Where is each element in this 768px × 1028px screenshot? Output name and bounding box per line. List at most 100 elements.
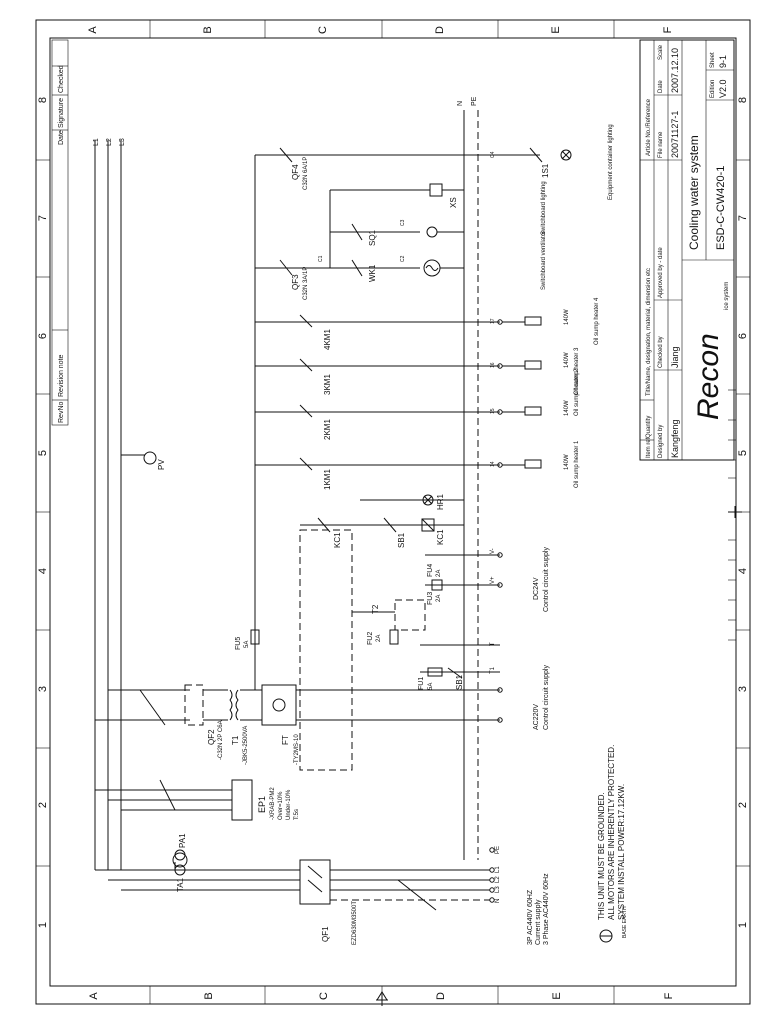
terminal-c1: C1 — [318, 255, 324, 262]
label-ep1-under: Under-10% — [286, 789, 292, 820]
heater-1-power: 140W — [564, 454, 570, 470]
row-letter: C — [318, 992, 330, 1000]
label-qf4-model: C32N 6A/1P — [303, 157, 309, 190]
note-2: ALL MOTORS ARE INHERENTLY PROTECTED. — [607, 745, 616, 920]
note-3: SYSTEM INSTALL POWER:17.12KW. — [617, 784, 626, 920]
col-number: 7 — [37, 215, 49, 221]
label-ft-model: -TY2MS-10 — [294, 734, 300, 765]
row-letters-top: A B C D E F — [87, 26, 674, 34]
bus-label-pe: PE — [471, 96, 478, 106]
col-ticks — [36, 159, 750, 867]
label-fu1: FU1 — [418, 677, 425, 690]
tb-approved-label: Approved by - date — [658, 247, 664, 298]
ventilator-name: Switchboard ventilator — [541, 231, 547, 290]
label-qf1-model: EZD630M3500T — [352, 901, 358, 945]
center-mark-top — [376, 991, 388, 1006]
terminal-n: N — [495, 899, 501, 903]
rev-header-checked: Checked — [58, 65, 65, 93]
label-fu3: FU3 — [427, 592, 434, 605]
terminal-15: 15 — [490, 408, 496, 414]
lighting-name: Switchboard lighting — [541, 181, 547, 235]
earth-label: BASE EARTH — [622, 906, 628, 938]
row-letter: B — [202, 26, 214, 33]
label-ep1-over: Over=10% — [278, 791, 284, 820]
terminal-l3: L3 — [495, 886, 501, 893]
col-number: 7 — [737, 215, 749, 221]
tb-header-title: Title/Name, designation, material, dimen… — [646, 268, 652, 396]
tb-checked-label: Checked by — [658, 336, 664, 368]
right-margin-grid — [728, 389, 736, 641]
rev-header-signature: Signature — [58, 98, 65, 128]
label-4km1: 4KM1 — [323, 329, 332, 350]
container-lighting-circuit: QF4 C32N 6A/1P 1S1 Equipment container l… — [255, 124, 614, 200]
tb-header-article: Article No./Reference — [646, 98, 652, 156]
title-block: Item ref Quantity Title/Name, designatio… — [639, 39, 735, 461]
label-t1: T1 — [231, 735, 240, 745]
col-number: 3 — [37, 686, 49, 692]
label-pa1: PA1 — [178, 833, 187, 848]
label-ep1-t: T:5s — [294, 809, 300, 820]
rev-header-date: Date — [58, 130, 65, 145]
label-kc1-contact: KC1 — [333, 532, 342, 548]
label-qf2: QF2 — [207, 729, 216, 745]
tb-edition-label: Edition — [710, 80, 716, 98]
inner-frame — [49, 37, 737, 987]
terminal-t: T — [490, 642, 496, 646]
label-fu2: FU2 — [367, 632, 374, 645]
terminal-l1: L1 — [495, 866, 501, 873]
col-numbers-left: 1 2 3 4 5 6 7 8 — [37, 97, 49, 928]
alarm-circuit: KC1 SB1 KC1 HR1 — [300, 493, 464, 548]
label-qf2-model: -C32N 2P C6A — [218, 720, 224, 760]
label-qf4: QF4 — [291, 164, 300, 180]
label-1s1: 1S1 — [541, 163, 550, 178]
label-qf3: QF3 — [291, 274, 300, 290]
row-letter: A — [88, 992, 100, 1000]
col-number: 8 — [737, 97, 749, 103]
container-light-name: Equipment container lighting — [608, 124, 614, 200]
col-number: 1 — [37, 922, 49, 928]
row-letter: E — [551, 992, 563, 999]
neutral-pe-lines: N PE — [457, 96, 479, 860]
dc24-sub: DC24V — [533, 577, 540, 600]
col-number: 1 — [737, 922, 749, 928]
label-hr1: HR1 — [436, 493, 445, 510]
col-number: 8 — [37, 97, 49, 103]
label-ep1: EP1 — [257, 796, 267, 813]
heater-4-power: 140W — [564, 309, 570, 325]
tb-checked-by: Jiang — [670, 346, 680, 368]
bus-label-l3: L3 — [119, 138, 126, 146]
label-sq1: SQ1 — [368, 229, 377, 246]
outer-frame — [35, 19, 751, 1005]
phase-relay-ep1: EP1 -XRAB-PM2 Over=10% Under-10% T:5s — [95, 779, 300, 821]
tb-company-sub: ice system — [724, 282, 730, 310]
label-kc1-coil: KC1 — [436, 529, 445, 545]
terminal-16: 16 — [490, 362, 496, 368]
col-number: 3 — [737, 686, 749, 692]
dc24-control-supply: T2 V- V+ FU2 2A FU3 2A FU4 2A Control ci… — [352, 547, 550, 645]
label-fu3-rating: 2A — [436, 595, 442, 602]
label-sb1: SB1 — [455, 674, 464, 690]
label-fu5: FU5 — [235, 637, 242, 650]
supply-terminals: L1 L2 L3 N PE — [489, 846, 501, 903]
label-pv: PV — [157, 459, 166, 470]
terminal-v-minus: V- — [490, 548, 496, 554]
col-number: 4 — [37, 568, 49, 574]
terminal-14: 14 — [490, 461, 496, 467]
center-mark-right — [728, 506, 742, 518]
terminal-t1: T1 — [490, 666, 496, 674]
voltmeter-pv: PV — [121, 451, 166, 470]
bus-label-n: N — [457, 101, 464, 106]
tb-company: Recon — [692, 333, 725, 420]
ac220-control-supply: T T1 FU1 5A SB1 Control circuit supply A… — [296, 642, 550, 730]
row-letter: F — [662, 26, 674, 33]
tb-filename-label: File name — [658, 131, 664, 158]
row-letter: E — [550, 26, 562, 33]
row-letters-bottom: A B C D E F — [88, 992, 675, 1000]
tb-scale-label: Scale — [658, 44, 664, 60]
tb-designed-label: Designed by — [658, 425, 664, 458]
control-transformer-section: QF2 -C32N 2P C6A T1 -JBK5-2500VA FT -TY2… — [95, 529, 353, 771]
col-number: 4 — [737, 568, 749, 574]
terminal-c3: C3 — [400, 219, 406, 226]
label-2km1: 2KM1 — [323, 419, 332, 440]
